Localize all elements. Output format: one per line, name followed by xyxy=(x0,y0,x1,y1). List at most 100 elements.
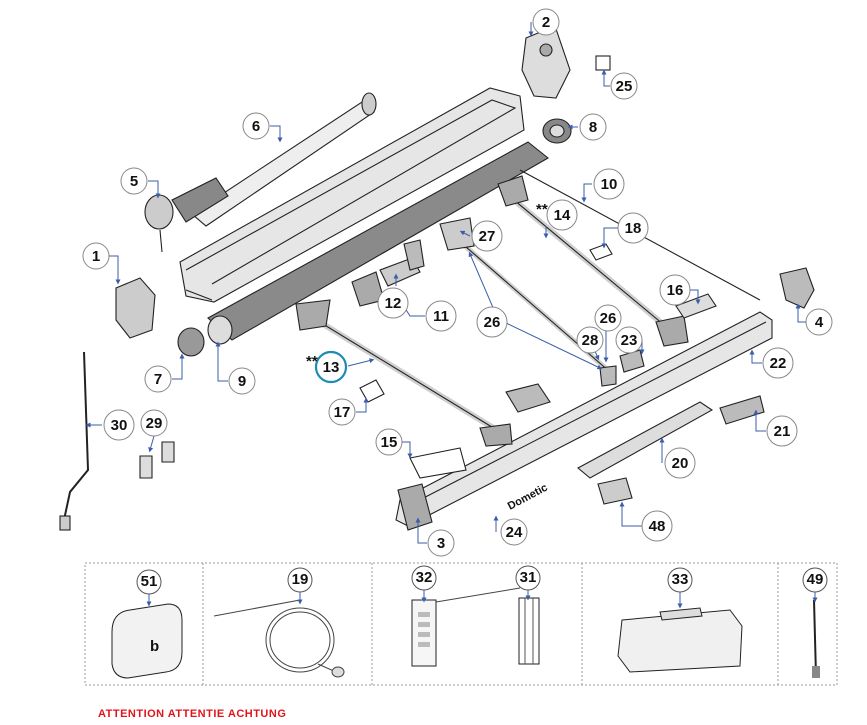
svg-text:22: 22 xyxy=(770,355,787,372)
callout-49: 49 xyxy=(802,567,828,603)
svg-text:23: 23 xyxy=(621,332,638,349)
cap-18 xyxy=(589,243,613,261)
callout-27: 27 xyxy=(471,220,503,252)
part-drawings xyxy=(59,25,815,531)
arm-left xyxy=(295,299,513,447)
arm-26 xyxy=(439,217,617,387)
svg-text:12: 12 xyxy=(385,295,402,312)
callout-2: 2 xyxy=(532,8,560,36)
callout-20: 20 xyxy=(664,447,696,479)
callout-3: 3 xyxy=(427,529,455,557)
svg-text:17: 17 xyxy=(334,404,351,421)
accessories-strip: b xyxy=(84,562,838,686)
callout-13[interactable]: 13 xyxy=(314,350,348,384)
gear-7 xyxy=(177,327,205,357)
callout-7: 7 xyxy=(144,365,172,393)
bracket-3 xyxy=(397,483,433,531)
svg-text:33: 33 xyxy=(672,571,689,588)
svg-text:18: 18 xyxy=(625,220,642,237)
gear-8 xyxy=(542,118,572,144)
svg-text:15: 15 xyxy=(381,434,398,451)
callout-51: 51 xyxy=(136,569,162,607)
callout-19: 19 xyxy=(287,567,313,605)
svg-text:2: 2 xyxy=(542,14,550,31)
callout-48: 48 xyxy=(641,510,673,542)
callout-26-b: 26 xyxy=(594,304,622,332)
cable-19 xyxy=(213,599,345,678)
svg-text:26: 26 xyxy=(600,310,617,327)
roller-tube xyxy=(191,92,377,227)
svg-text:49: 49 xyxy=(807,571,824,588)
profile-11 xyxy=(505,383,551,413)
callout-26-a: 26 xyxy=(476,306,508,338)
bar-20 xyxy=(577,401,714,479)
callout-22: 22 xyxy=(762,347,794,379)
antenna-49 xyxy=(812,599,820,678)
cover-33 xyxy=(617,607,743,673)
svg-text:24: 24 xyxy=(506,524,523,541)
remote-51: b xyxy=(111,603,183,679)
callout-6: 6 xyxy=(242,112,270,140)
svg-text:20: 20 xyxy=(672,455,689,472)
svg-text:6: 6 xyxy=(252,118,260,135)
svg-text:10: 10 xyxy=(601,176,618,193)
bracket-12 xyxy=(351,239,425,307)
svg-text:51: 51 xyxy=(141,573,158,590)
callout-13-asterisks: ** xyxy=(306,353,318,370)
bracket-48 xyxy=(597,477,633,505)
bracket-4 xyxy=(779,267,815,309)
svg-text:13: 13 xyxy=(323,359,340,376)
callout-24: 24 xyxy=(500,518,528,546)
svg-text:25: 25 xyxy=(616,78,633,95)
svg-text:30: 30 xyxy=(111,417,128,434)
svg-text:14: 14 xyxy=(554,207,571,224)
svg-text:4: 4 xyxy=(815,314,824,331)
callout-16: 16 xyxy=(659,274,691,306)
callout-30: 30 xyxy=(103,409,135,441)
svg-text:8: 8 xyxy=(589,119,597,136)
warning-banner: ATTENTION ATTENTIE ACHTUNG xyxy=(98,708,287,720)
callout-14-asterisks: ** xyxy=(536,201,548,218)
crank-30 xyxy=(59,351,90,531)
svg-text:11: 11 xyxy=(433,308,449,325)
svg-text:21: 21 xyxy=(774,423,791,440)
cassette-profile xyxy=(179,87,525,303)
svg-text:19: 19 xyxy=(292,571,309,588)
callout-11: 11 xyxy=(425,300,457,332)
callout-33: 33 xyxy=(667,567,693,609)
callout-31: 31 xyxy=(515,565,541,601)
callout-10: 10 xyxy=(593,168,625,200)
callout-29: 29 xyxy=(140,409,168,437)
callout-21: 21 xyxy=(766,415,798,447)
callout-4: 4 xyxy=(805,308,833,336)
svg-text:28: 28 xyxy=(582,332,599,349)
clip-23 xyxy=(619,349,645,373)
svg-text:7: 7 xyxy=(154,371,162,388)
callout-14: 14 xyxy=(546,199,578,231)
svg-text:27: 27 xyxy=(479,228,496,245)
callout-25: 25 xyxy=(610,72,638,100)
callout-9: 9 xyxy=(228,367,256,395)
arm-right xyxy=(497,175,689,347)
callout-bubbles: 1 2 3 4 5 6 7 8 9 10 11 12 13 ** 14 ** 1… xyxy=(82,8,833,557)
callout-32: 32 xyxy=(411,565,437,603)
svg-text:29: 29 xyxy=(146,415,163,432)
svg-text:3: 3 xyxy=(437,535,445,552)
callout-12: 12 xyxy=(377,287,409,319)
brand-label: Dometic xyxy=(506,482,550,513)
motor-5 xyxy=(144,177,229,253)
svg-text:32: 32 xyxy=(416,569,433,586)
svg-text:26: 26 xyxy=(484,314,501,331)
callout-8: 8 xyxy=(579,113,607,141)
svg-text:1: 1 xyxy=(92,248,100,265)
end-cap-2 xyxy=(521,25,571,99)
profile-16 xyxy=(675,293,717,319)
svg-text:5: 5 xyxy=(130,173,138,190)
svg-text:9: 9 xyxy=(238,373,246,390)
hooks-29 xyxy=(139,441,175,479)
callout-28: 28 xyxy=(576,326,604,354)
callout-15: 15 xyxy=(375,428,403,456)
leader-lines xyxy=(85,22,806,544)
